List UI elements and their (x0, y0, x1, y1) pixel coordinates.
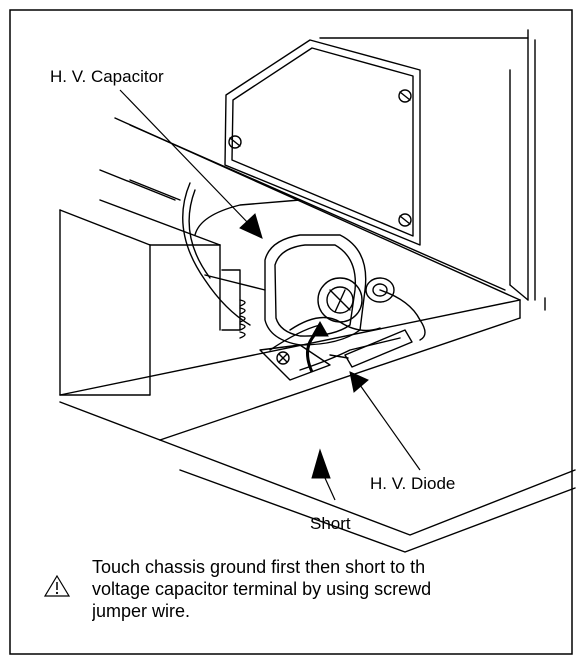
short-curved-arrowhead (311, 320, 329, 337)
caution-text: Touch chassis ground first then short to… (92, 556, 540, 622)
hv-capacitor-body (194, 199, 395, 346)
warning-triangle-icon (44, 575, 70, 597)
capacitor-arrowhead (239, 213, 263, 239)
short-arrowhead (311, 448, 331, 479)
short-leader-line (324, 477, 336, 501)
chassis-tray (59, 117, 576, 553)
diode-leader-line (359, 384, 421, 471)
diagram-border (9, 9, 573, 655)
screws (228, 89, 412, 227)
short-label: Short (310, 514, 351, 533)
wires (182, 182, 426, 371)
diode-arrowhead (349, 371, 369, 393)
coil-windings (239, 299, 246, 339)
caution-line: voltage capacitor terminal by using scre… (92, 579, 432, 599)
transformer-block (59, 169, 241, 396)
capacitor-leader-line (119, 89, 251, 226)
back-panel (319, 29, 536, 301)
mounting-bracket (259, 344, 331, 381)
hv-diode (329, 329, 413, 368)
caution-line: Touch chassis ground first then short to… (92, 557, 426, 577)
hv-capacitor-label: H. V. Capacitor (50, 67, 164, 86)
screw-plate (224, 39, 421, 246)
caution-line: jumper wire. (92, 601, 191, 621)
hv-diode-label: H. V. Diode (370, 474, 456, 493)
